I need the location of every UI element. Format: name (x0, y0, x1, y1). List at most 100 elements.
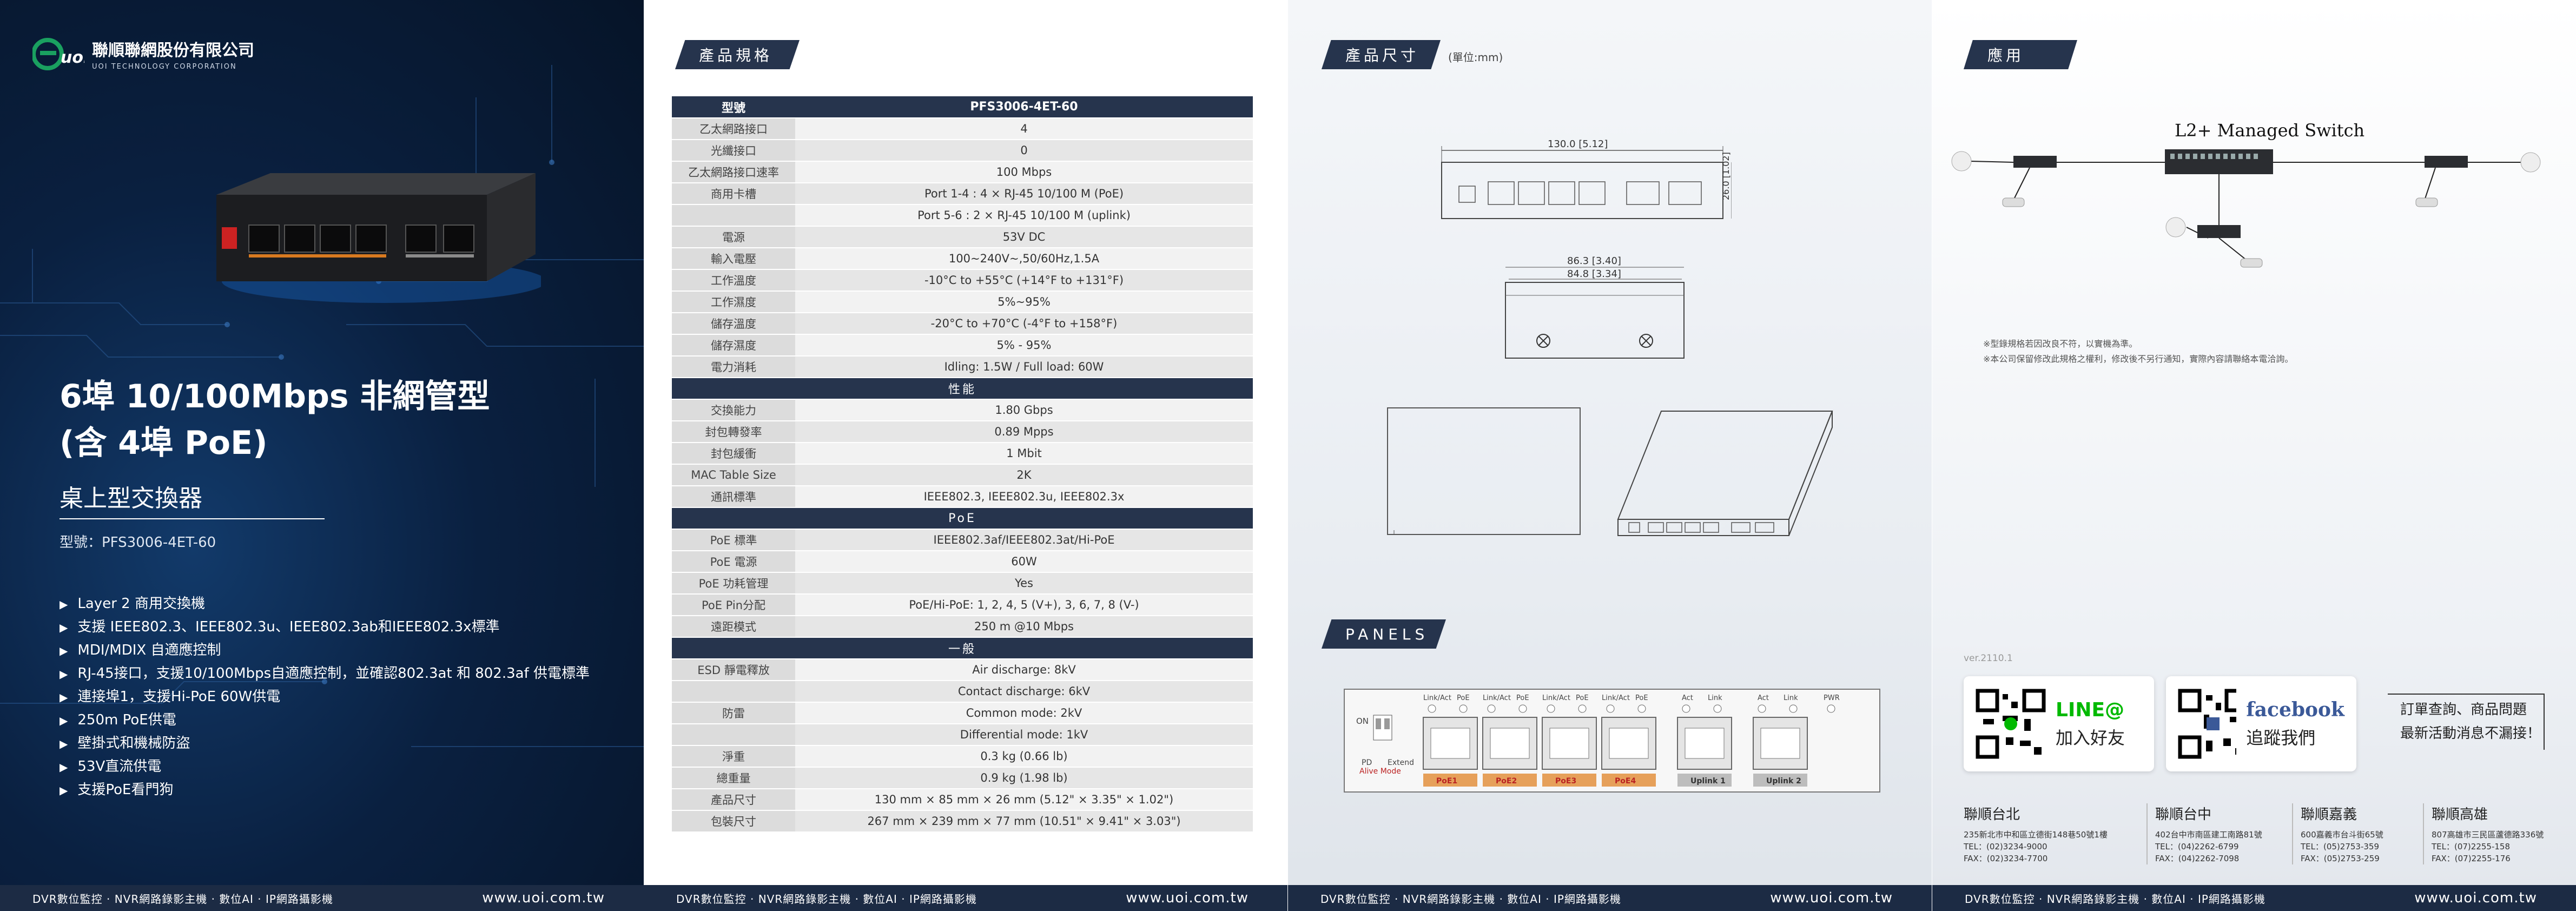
spec-key: MAC Table Size (672, 464, 795, 486)
cover-panel: uoi 聯順聯網股份有限公司 UOI TECHNOLOGY CORPORATIO… (0, 0, 644, 911)
spec-key: 封包緩衝 (672, 443, 795, 465)
line-label: LINE@ (2056, 698, 2125, 721)
spec-value: -20°C to +70°C (-4°F to +158°F) (795, 313, 1253, 335)
spec-key: ESD 靜電釋放 (672, 659, 795, 681)
poe-switch-icon (2013, 156, 2057, 168)
branch-list: 聯順台北 235新北市中和區立德街148巷50號1樓 TEL：(02)3234-… (1964, 803, 2576, 864)
poe-switch-icon (2425, 156, 2468, 168)
section-tag-app: 應用 (1964, 40, 2077, 69)
bullet-camera-icon (2002, 197, 2025, 207)
website-link[interactable]: www.uoi.com.tw (482, 890, 605, 906)
spec-key: 型號 (672, 96, 795, 118)
dome-camera-icon (2520, 152, 2541, 173)
line-card[interactable]: LINE@ 加入好友 (1964, 676, 2154, 771)
led-label-poe: PoE (1516, 694, 1529, 702)
spec-section-title: PoE (672, 507, 1253, 530)
line-sublabel: 加入好友 (2056, 727, 2125, 748)
spec-value: 250 m @10 Mbps (795, 616, 1253, 638)
dip-label-pd: PD (1362, 758, 1372, 767)
website-link[interactable]: www.uoi.com.tw (1770, 890, 1893, 906)
branch-tel: TEL：(02)3234-9000 (1964, 842, 2047, 851)
spec-value: 53V DC (795, 226, 1253, 248)
spec-key: 輸入電壓 (672, 248, 795, 270)
led-label-poe: PoE (1576, 694, 1589, 702)
spec-value: 100 Mbps (795, 161, 1253, 183)
depth-label-2: 84.8 [3.34] (1567, 268, 1621, 280)
led-label-pwr: PWR (1824, 694, 1840, 702)
spec-key: 封包轉發率 (672, 421, 795, 443)
led-label-link: Link/Act (1542, 694, 1570, 702)
spec-key: 電力消耗 (672, 356, 795, 378)
spec-value: Port 1-4 : 4 × RJ-45 10/100 M (PoE) (795, 183, 1253, 205)
spec-value: Contact discharge: 6kV (795, 681, 1253, 703)
feature-list: Layer 2 商用交換機 支援 IEEE802.3、IEEE802.3u、IE… (60, 592, 590, 802)
depth-label-1: 86.3 [3.40] (1567, 255, 1621, 267)
spec-value: IEEE802.3, IEEE802.3u, IEEE802.3x (795, 486, 1253, 508)
branch-taichung: 聯順台中 402台中市南區建工南路81號 TEL：(04)2262-6799 F… (2155, 803, 2293, 864)
model-number: 型號：PFS3006-4ET-60 (60, 534, 216, 551)
branch-address: 807高雄市三民區蘆德路336號 (2432, 830, 2544, 840)
branch-tel: TEL：(07)2255-158 (2432, 842, 2511, 851)
spec-key: 總重量 (672, 767, 795, 789)
branch-name: 聯順台中 (2155, 807, 2212, 823)
footer-categories: DVR數位監控 · NVR網路錄影主機 · 數位AI · IP網路攝影機 (676, 892, 977, 906)
network-topology-diagram (1951, 149, 2541, 268)
spec-value: 0 (795, 140, 1253, 162)
spec-section-title: 一般 (672, 637, 1253, 659)
spec-key: PoE 電源 (672, 551, 795, 573)
spec-row: Differential mode: 1kV (672, 724, 1253, 746)
spec-key: 淨重 (672, 745, 795, 768)
slogan-frame (2388, 694, 2545, 750)
feature-item: MDI/MDIX 自適應控制 (60, 639, 590, 662)
disclaimer-notes: ※型錄規格若因改良不符，以實機為準。 ※本公司保留修改此規格之權利，修改後不另行… (1983, 336, 2293, 367)
spec-row: Contact discharge: 6kV (672, 681, 1253, 703)
uoi-logo-icon: uoi (31, 36, 89, 71)
spec-key (672, 724, 795, 746)
slogan-line: 訂單查詢、商品問題 (2400, 702, 2527, 718)
branch-address: 235新北市中和區立德街148巷50號1樓 (1964, 830, 2108, 840)
dip-label-extend: Extend (1388, 758, 1414, 767)
spec-value: -10°C to +55°C (+14°F to +131°F) (795, 269, 1253, 292)
spec-key: 交換能力 (672, 399, 795, 421)
note-line: ※型錄規格若因改良不符，以實機為準。 (1983, 339, 2138, 349)
spec-section-title: 性能 (672, 378, 1253, 400)
branch-chiayi: 聯順嘉義 600嘉義市台斗街65號 TEL：(05)2753-359 FAX：(… (2301, 803, 2424, 864)
spec-key: 光纖接口 (672, 140, 795, 162)
isometric-view-drawing (1617, 411, 1833, 536)
port-label: PoE2 (1496, 777, 1517, 785)
svg-text:uoi: uoi (61, 48, 84, 67)
port-label: PoE3 (1555, 777, 1576, 785)
title-line-1: 6埠 10/100Mbps 非網管型 (60, 378, 490, 415)
facebook-card[interactable]: facebook 追蹤我們 (2166, 676, 2356, 771)
spec-value: IEEE802.3af/IEEE802.3at/Hi-PoE (795, 529, 1253, 551)
website-link[interactable]: www.uoi.com.tw (2414, 890, 2537, 906)
spec-key: 儲存溫度 (672, 313, 795, 335)
spec-value: 4 (795, 118, 1253, 140)
feature-item: 連接埠1，支援Hi-PoE 60W供電 (60, 685, 590, 709)
website-link[interactable]: www.uoi.com.tw (1126, 890, 1249, 906)
port-label: PoE1 (1436, 777, 1457, 785)
footer-categories: DVR數位監控 · NVR網路錄影主機 · 數位AI · IP網路攝影機 (1965, 892, 2265, 906)
note-line: ※本公司保留修改此規格之權利，修改後不另行通知，實際內容請聯絡本電洽詢。 (1983, 354, 2294, 364)
width-label: 130.0 [5.12] (1548, 138, 1608, 150)
feature-item: 250m PoE供電 (60, 709, 590, 732)
led-label-link: Link/Act (1423, 694, 1451, 702)
